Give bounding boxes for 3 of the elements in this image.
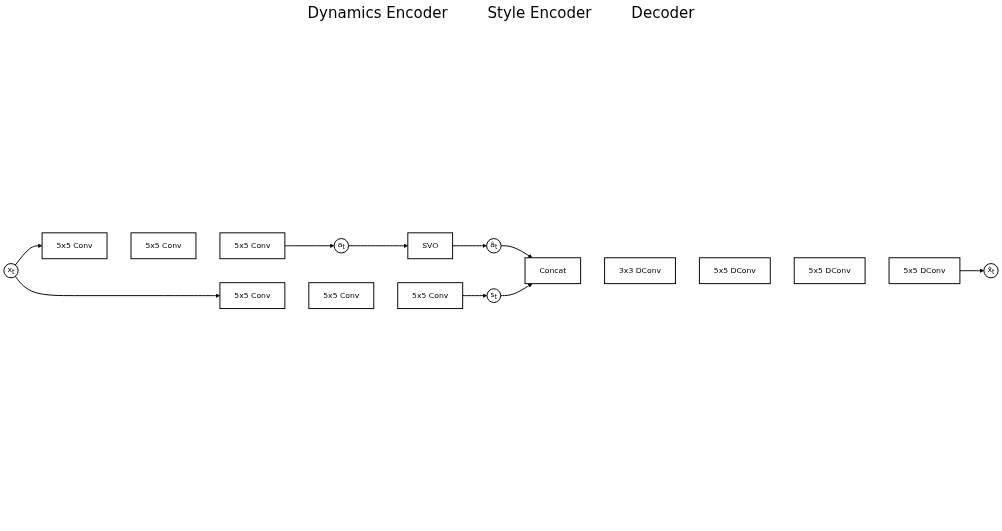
group-title: Dynamics Encoder [307, 4, 448, 22]
group-title: Decoder [631, 4, 695, 22]
group-title: Style Encoder [487, 4, 592, 22]
